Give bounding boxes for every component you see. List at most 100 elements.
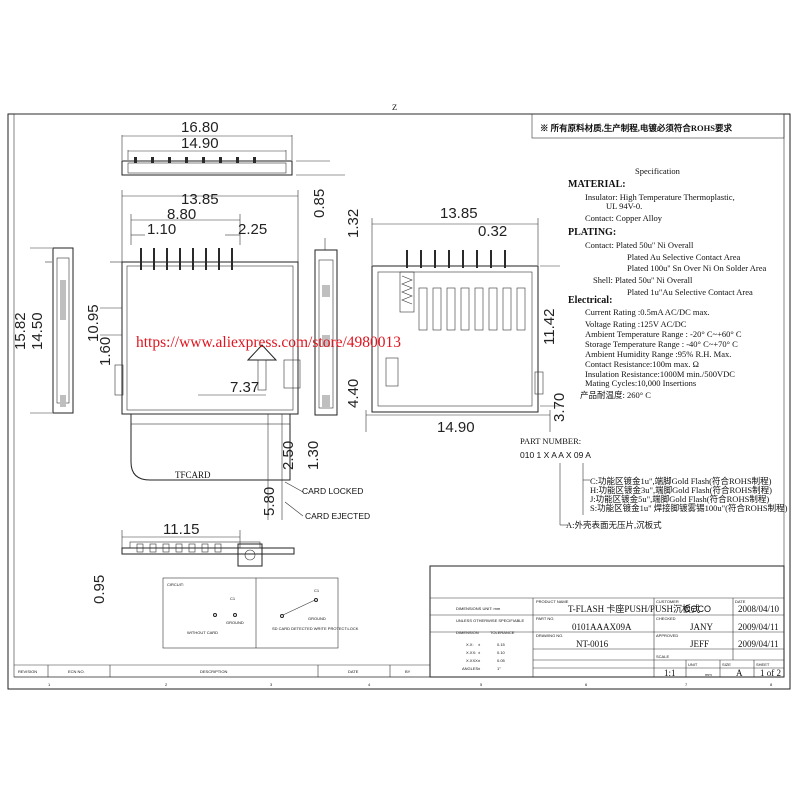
tol-note-line: UNLESS OTHERWISE SPECIFIABLE	[456, 618, 524, 623]
dim-body-width: 13.85	[181, 191, 219, 208]
spec-line: Contact: Copper Alloy	[585, 213, 663, 223]
grid-col: 7	[685, 682, 688, 687]
spec-line: Plated Au Selective Contact Area	[627, 252, 741, 262]
tb-unit: mm	[705, 672, 712, 677]
tb-customer: COCO	[684, 604, 711, 614]
bottom-view-pins	[136, 543, 222, 553]
revision-header: ECN NO.	[68, 669, 85, 674]
dim-body-height: 14.50	[29, 312, 46, 350]
tb-size: A	[736, 668, 743, 678]
revision-header: REVISION	[18, 669, 37, 674]
card-ejected-label: CARD EJECTED	[305, 511, 370, 521]
tol-row-value: 0.10	[497, 650, 506, 655]
tol-row-label: X.XXX:	[466, 658, 479, 663]
part-number-block: PART NUMBER: 010 1 X A A X 09 A C:功能区镀金1…	[520, 436, 788, 530]
side-view	[314, 238, 338, 416]
tb-drawing-no: NT-0016	[576, 639, 609, 649]
part-number-heading: PART NUMBER:	[520, 436, 581, 446]
grid-col: 4	[368, 682, 371, 687]
spec-title: Specification	[635, 166, 681, 176]
tol-row-label: X.XX:	[466, 650, 476, 655]
tb-sheet: 1 of 2	[760, 668, 781, 678]
tol-row-label: ANGLES:	[462, 666, 479, 671]
circuit-left-node: C1	[230, 596, 236, 601]
spec-line: 产品耐温度: 260° C	[580, 390, 651, 400]
rohs-note: ※ 所有原料材质,生产制程,电镀必须符合ROHS要求	[540, 123, 732, 133]
spec-line: Ambient Temperature Range : -20° C~+60° …	[585, 329, 742, 339]
tb-date-2: 2009/04/11	[738, 622, 779, 632]
spec-line: Insulation Resistance:1000M min./500VDC	[585, 369, 735, 379]
grid-col: 6	[585, 682, 588, 687]
spec-line: Plated 100u'' Sn Over Ni On Solder Area	[627, 263, 767, 273]
circuit-right-node: C1	[314, 588, 320, 593]
grid-col: 2	[165, 682, 168, 687]
revision-header: DATE	[348, 669, 359, 674]
dim-back-width: 13.85	[440, 205, 478, 222]
dim-back-foot-right: 3.70	[551, 393, 568, 422]
tol-row-sign: ±	[478, 642, 481, 647]
tb-date-label: DATE	[735, 599, 746, 604]
dim-pin-length: 10.95	[85, 304, 102, 342]
grid-markers: 1 2 3 4 5 6 7 8	[48, 682, 773, 687]
title-block: PRODUCT NAME T-FLASH 卡座PUSH/PUSH沉板式 CUST…	[429, 565, 785, 678]
top-view-pins	[134, 157, 256, 163]
dim-back-height: 11.42	[541, 309, 558, 345]
tb-scale-label: SCALE	[656, 654, 669, 659]
grid-col: 8	[770, 682, 773, 687]
dim-card-protrusion: 5.80	[261, 487, 278, 516]
back-view-pins	[406, 250, 506, 268]
spec-line: UL 94V-0.	[606, 201, 642, 211]
tb-date-3: 2009/04/11	[738, 639, 779, 649]
revision-header: DESCRIPTION	[200, 669, 227, 674]
tb-scale: 1:1	[664, 668, 676, 678]
tol-unit-line: DIMENSIONS UNIT: mm	[456, 606, 501, 611]
front-view-pins	[140, 248, 233, 270]
grid-col: 1	[48, 682, 51, 687]
tb-date-1: 2008/04/10	[738, 604, 780, 614]
bottom-view: 11.15 0.95	[91, 521, 295, 604]
dim-pin-offset: 2.25	[238, 221, 267, 238]
spec-line: Ambient Humidity Range :95% R.H. Max.	[585, 349, 731, 359]
front-view: 13.85 8.80 1.10 2.25 15.82 14.50	[12, 190, 370, 521]
dim-pin-span: 8.80	[167, 206, 196, 223]
spec-line: Shell: Plated 50u'' Ni Overall	[593, 275, 693, 285]
spec-line: Plated 1u"Au Selective Contact Area	[627, 287, 753, 297]
tb-part-no: 0101AAAX09A	[572, 622, 632, 632]
dim-back-foot: 4.40	[345, 379, 362, 408]
back-view-contacts	[418, 287, 526, 331]
tol-row-sign: ±	[478, 650, 481, 655]
top-view: 16.80 14.90 0.85 1.32	[121, 119, 362, 238]
tol-header-left: DIMENSION	[456, 630, 479, 635]
part-number-code: 010 1 X A A X 09 A	[520, 450, 591, 460]
spec-line: Storage Temperature Range : -40° C~+70° …	[585, 339, 738, 349]
tol-row-label: X.X:	[466, 642, 474, 647]
tolerance-table: DIMENSIONS UNIT: mm UNLESS OTHERWISE SPE…	[456, 606, 524, 671]
part-option: S:功能区镀金1u" 焊接脚镀雾锡100u"(符合ROHS制程)	[590, 503, 788, 513]
spec-line: Contact: Plated 50u'' Ni Overall	[585, 240, 694, 250]
dim-back-pin-offset: 0.32	[478, 223, 507, 240]
shell-option: A:外壳表面无压片,沉板式	[566, 520, 662, 530]
circuit-right-ground: GROUND	[308, 616, 326, 621]
dim-top-width-overall: 16.80	[181, 119, 219, 136]
dim-back-base-width: 14.90	[437, 419, 475, 436]
revision-header: BY	[405, 669, 411, 674]
grid-col: 3	[270, 682, 273, 687]
dim-pin-gap: 1.60	[97, 337, 114, 366]
dim-top-width-inner: 14.90	[181, 135, 219, 152]
tb-unit-label: UNIT	[688, 662, 698, 667]
circuit-left-ground: GROUND	[226, 620, 244, 625]
tol-row-value: 0.15	[497, 642, 506, 647]
dim-side-height-b: 1.32	[345, 209, 362, 238]
circuit-left-caption: WITHOUT CARD	[187, 630, 218, 635]
grid-col: 5	[480, 682, 483, 687]
tol-row-sign: ±	[478, 658, 481, 663]
specification-block: Specification MATERIAL: Insulator: High …	[568, 166, 767, 400]
dim-side-height-a: 0.85	[311, 189, 328, 218]
watermark-url: https://www.aliexpress.com/store/4980013	[136, 334, 401, 351]
tb-approved-label: APPROVED	[656, 633, 678, 638]
tb-part-no-label: PART NO.	[536, 616, 554, 621]
revision-table: REVISION ECN NO. DESCRIPTION DATE BY	[14, 664, 430, 678]
part-option: J:功能区镀金5u",端脚Gold Flash(符合ROHS制程)	[590, 494, 769, 504]
card-label: TFCARD	[175, 470, 211, 480]
